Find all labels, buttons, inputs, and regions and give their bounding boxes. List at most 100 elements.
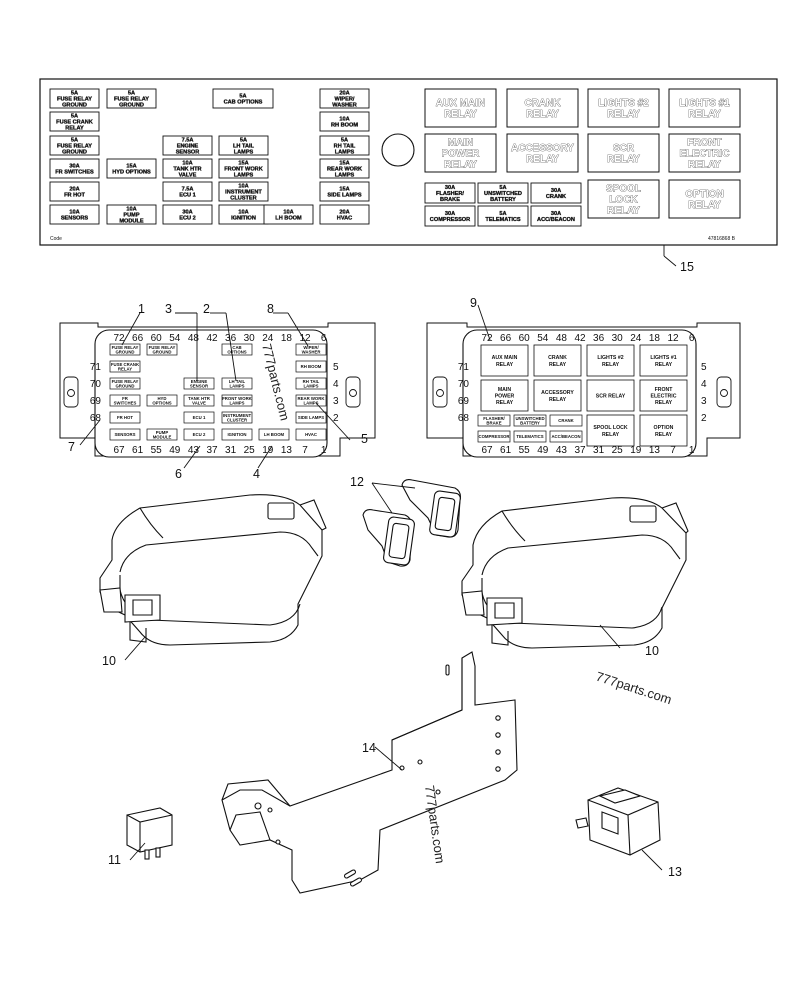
decal-fuse-label: RELAY: [118, 367, 132, 372]
pin-number: 24: [262, 333, 274, 344]
decal-fuse-label: HVAC: [305, 432, 317, 437]
relay-label: LIGHTS #2: [598, 98, 649, 109]
small-fuse-label: UNSWITCHED: [484, 191, 522, 197]
decal-fuse-label: LAMPS: [229, 401, 244, 406]
fuse-label: 5A: [71, 91, 78, 97]
relay-label: RELAY: [688, 109, 721, 120]
decal-small-fuse-label: UNSWITCHED: [515, 416, 544, 421]
decal-fuse-label: SENSOR: [190, 384, 209, 389]
pin-number: 61: [132, 445, 144, 456]
callout-13: 13: [668, 865, 682, 879]
pin-number: 31: [593, 445, 605, 456]
part-code: 47816868 B: [708, 236, 736, 242]
fuse-label: 5A: [128, 91, 135, 97]
decal-relay-label: OPTION: [654, 425, 674, 431]
relay-label: SPOOL: [606, 184, 641, 195]
decal-fuse-label: RH BOOM: [301, 364, 322, 369]
relay-label: RELAY: [526, 154, 559, 165]
relay-label: RELAY: [607, 109, 640, 120]
fuse-label: ECU 2: [179, 216, 195, 222]
relay-label: LIGHTS #1: [679, 98, 730, 109]
pin-number: 2: [333, 413, 339, 424]
relay-cube: [126, 807, 173, 860]
decal-fuse-label: TANK HTR: [188, 396, 211, 401]
decal-relay-label: RELAY: [496, 400, 514, 406]
pin-number: 19: [630, 445, 642, 456]
relay-label: RELAY: [688, 160, 721, 171]
decal-fuse-label: LH TAIL: [229, 379, 246, 384]
decal-relay-label: RELAY: [549, 397, 567, 403]
small-fuse-label: TELEMATICS: [485, 217, 521, 223]
decal-fuse-label: OPTIONS: [227, 350, 246, 355]
decal-fuse-slot: HVAC: [295, 428, 327, 441]
decal-relay-label: ELECTRIC: [651, 394, 677, 400]
decal-fuse-label: IGNITION: [227, 432, 246, 437]
callout-8: 8: [267, 302, 274, 316]
small-fuse-label: 30A: [551, 188, 561, 194]
fuse-label: FUSE RELAY: [57, 97, 92, 103]
pin-number: 25: [612, 445, 624, 456]
callout-9: 9: [470, 296, 477, 310]
decal-fuse-label: FUSE RELAY: [149, 345, 176, 350]
callout-10-right: 10: [645, 644, 659, 658]
pin-number: 3: [701, 396, 707, 407]
fuse-label: FR SWITCHES: [55, 170, 94, 176]
pin-number: 67: [113, 445, 125, 456]
small-fuse-label: 30A: [551, 211, 561, 217]
relay-label: RELAY: [688, 200, 721, 211]
pin-number: 18: [281, 333, 293, 344]
decal-fuse-label: FR HOT: [117, 415, 133, 420]
pin-number: 42: [206, 333, 218, 344]
decal-relay-label: CRANK: [548, 355, 567, 361]
relay-label: RELAY: [444, 109, 477, 120]
decal-relay-label: RELAY: [602, 432, 620, 438]
decal-small-fuse-label: FLASHER/: [483, 416, 505, 421]
pin-number: 70: [458, 379, 470, 390]
fuse-label: IGNITION: [231, 216, 256, 222]
decal-fuse-label: ENGINE: [191, 379, 208, 384]
fuse-label: 5A: [239, 94, 246, 100]
fuse-label: 10A: [182, 161, 192, 167]
fuse-label: GROUND: [62, 150, 87, 156]
decal-fuse-label: MODULE: [153, 435, 172, 440]
decal-fuse-label: ECU 2: [193, 432, 206, 437]
fuse-label: 7.5A: [182, 138, 194, 144]
mounting-bracket: [221, 651, 518, 894]
fuse-label: LH BOOM: [275, 216, 302, 222]
decal-fuse-label: LH BOOM: [264, 432, 285, 437]
small-fuse-label: BRAKE: [440, 197, 460, 203]
relay-label: LOCK: [609, 195, 638, 206]
decal-relay-label: ACCESSORY: [541, 390, 574, 396]
fuse-label: 10A: [126, 207, 136, 213]
pin-number: 6: [321, 333, 327, 344]
decal-fuse-label: CLUSTER: [227, 418, 248, 423]
pin-number: 54: [537, 333, 549, 344]
pin-number: 48: [188, 333, 200, 344]
fuse-label: LAMPS: [234, 173, 254, 179]
fuse-label: 10A: [69, 210, 79, 216]
fuse-label: LH TAIL: [233, 144, 255, 150]
fuse-label: 15A: [339, 161, 349, 167]
small-fuse-label: 30A: [445, 185, 455, 191]
watermark-2: 777parts.com: [594, 669, 674, 708]
fuse-label: LAMPS: [335, 150, 355, 156]
pin-number: 5: [333, 362, 339, 373]
decal-relay-label: RELAY: [549, 362, 567, 368]
decal-fuse-label: SIDE LAMPS: [298, 415, 324, 420]
decal-fuse-label: LAMPS: [229, 384, 244, 389]
fuse-label: LAMPS: [234, 150, 254, 156]
small-fuse-label: CRANK: [546, 194, 566, 200]
decal-relay-label: RELAY: [655, 362, 673, 368]
